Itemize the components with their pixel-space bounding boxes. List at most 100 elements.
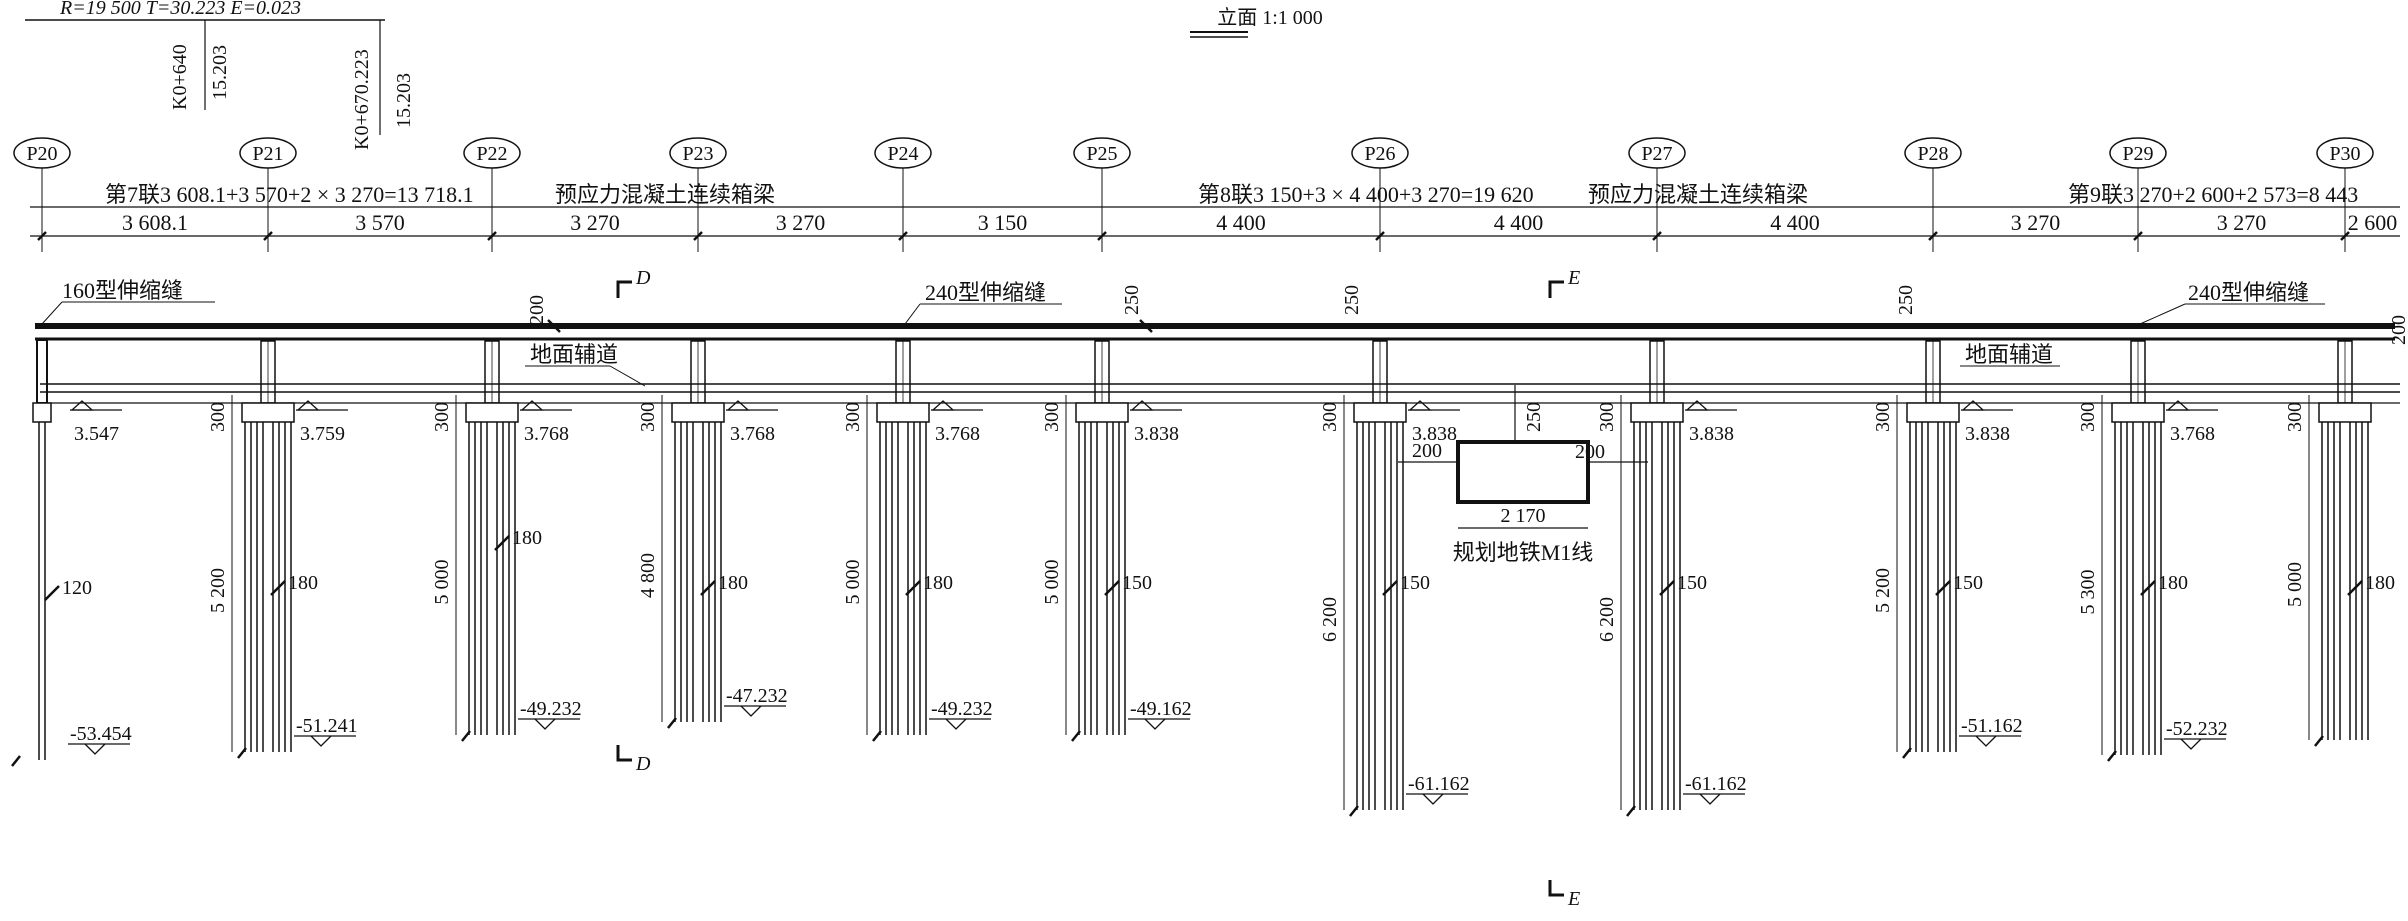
joint-arrow-p29	[2139, 303, 2186, 325]
pile-bottom-elevation: -61.162	[1408, 773, 1470, 795]
pile-length: 5 000	[842, 560, 864, 605]
span-10: 3 270	[2133, 210, 2266, 241]
pile-bottom-marker	[1422, 793, 1444, 805]
span-length: 3 150	[978, 210, 1028, 235]
span-length: 2 600	[2348, 210, 2398, 235]
station-name-1: K0+640	[169, 44, 191, 110]
ground-elevation: 3.838	[1412, 423, 1457, 445]
pile-cap	[2318, 402, 2372, 423]
pile-diameter: 150	[1953, 572, 1983, 594]
span-tick	[1928, 231, 1938, 241]
unit-9-label: 第9联3 270+2 600+2 573=8 443	[2068, 182, 2358, 207]
ground-level-marker	[296, 400, 320, 411]
pile-diameter: 180	[923, 572, 953, 594]
pile-bottom-tick	[1902, 747, 1912, 759]
pile-bottom-tick	[1349, 805, 1359, 817]
pile-bottom-marker	[310, 735, 332, 747]
unit-7-type: 预应力混凝土连续箱梁	[555, 182, 775, 207]
pier-bubble	[1628, 137, 1686, 169]
section-marker-d-top: D	[616, 267, 651, 298]
ground-level-marker	[726, 400, 750, 411]
pier-bubble	[874, 137, 932, 169]
ground-level-marker	[1961, 400, 1985, 411]
section-e-bottom-label: E	[1567, 888, 1580, 910]
pier-label: P30	[2329, 143, 2360, 165]
ground-level-marker	[1130, 400, 1154, 411]
ground-elevation: 3.759	[300, 423, 345, 445]
pile-diameter-tick	[1382, 580, 1398, 596]
span-7: 4 400	[1375, 210, 1544, 241]
pile-length: 6 200	[1319, 597, 1341, 642]
span-tick	[693, 231, 703, 241]
pile-length: 5 000	[431, 560, 453, 605]
pile-cap	[2111, 402, 2165, 423]
span-tick	[2133, 231, 2143, 241]
pier-label: P21	[252, 143, 283, 165]
cap-height: 300	[1319, 402, 1341, 432]
span-3: 3 270	[487, 210, 620, 241]
metro-clear-right: 200	[1575, 441, 1605, 463]
span-tick	[263, 231, 273, 241]
pier-bubble	[13, 137, 71, 169]
pile-length: 4 800	[637, 553, 659, 598]
pile-diameter: 180	[718, 572, 748, 594]
curve-params: R=19 500 T=30.223 E=0.023	[59, 0, 301, 19]
pile-diameter: 180	[512, 527, 542, 549]
span-tick	[1652, 231, 1662, 241]
unit-8-label: 第8联3 150+3 × 4 400+3 270=19 620	[1198, 182, 1534, 207]
ground-elevation: 3.768	[935, 423, 980, 445]
pier-bubble	[1904, 137, 1962, 169]
pile-diameter: 120	[62, 577, 92, 599]
span-length: 4 400	[1494, 210, 1544, 235]
metro-box	[1456, 440, 1590, 504]
joint-label-p24: 240型伸缩缝	[925, 280, 1046, 305]
pile-cap	[1906, 402, 1960, 423]
metro-depth: 250	[1523, 402, 1545, 432]
station-elev-1: 15.203	[209, 45, 231, 100]
pile-bottom-tick	[2107, 750, 2117, 762]
span-length: 3 270	[776, 210, 826, 235]
pile-cap	[241, 402, 295, 423]
span-length: 3 570	[355, 210, 405, 235]
pier-label: P29	[2122, 143, 2153, 165]
pile-bottom-marker	[534, 718, 556, 730]
ground-elevation: 3.768	[2170, 423, 2215, 445]
pier-bubble	[463, 137, 521, 169]
section-d-bottom-label: D	[635, 753, 651, 775]
section-marker-d-bottom: D	[616, 745, 651, 775]
road-arrow-1	[609, 365, 646, 387]
ground-level-marker	[1408, 400, 1432, 411]
metro-tunnel: 250 200 200 2 170 规划地铁M1线	[1398, 385, 1648, 565]
pier-bubble	[1351, 137, 1409, 169]
pile-cap	[1353, 402, 1407, 423]
pile-diameter-tick	[1659, 580, 1675, 596]
pile-bottom-tick	[872, 730, 882, 742]
pile-diameter: 180	[2158, 572, 2188, 594]
span-tick	[898, 231, 908, 241]
pier-bubble	[239, 137, 297, 169]
cap-height: 300	[1041, 402, 1063, 432]
section-d-top-label: D	[635, 267, 651, 289]
pile-bottom-marker	[1975, 735, 1997, 747]
ground-elevation: 3.768	[730, 423, 775, 445]
pile-length: 5 300	[2077, 570, 2099, 615]
ground-level-marker	[2166, 400, 2190, 411]
ground-elevation: 3.838	[1965, 423, 2010, 445]
section-marker-e-bottom: E	[1548, 880, 1580, 910]
cap-height: 300	[207, 402, 229, 432]
pile-bottom-tick	[461, 730, 471, 742]
span-tick	[37, 231, 47, 241]
pile-length: 6 200	[1596, 597, 1618, 642]
pile-diameter: 150	[1122, 572, 1152, 594]
pier-column	[36, 339, 48, 404]
beam-height-tick-p25	[1139, 319, 1153, 333]
span-tick	[1097, 231, 1107, 241]
pile-diameter-tick	[270, 580, 286, 596]
ground-elevation: 3.838	[1689, 423, 1734, 445]
